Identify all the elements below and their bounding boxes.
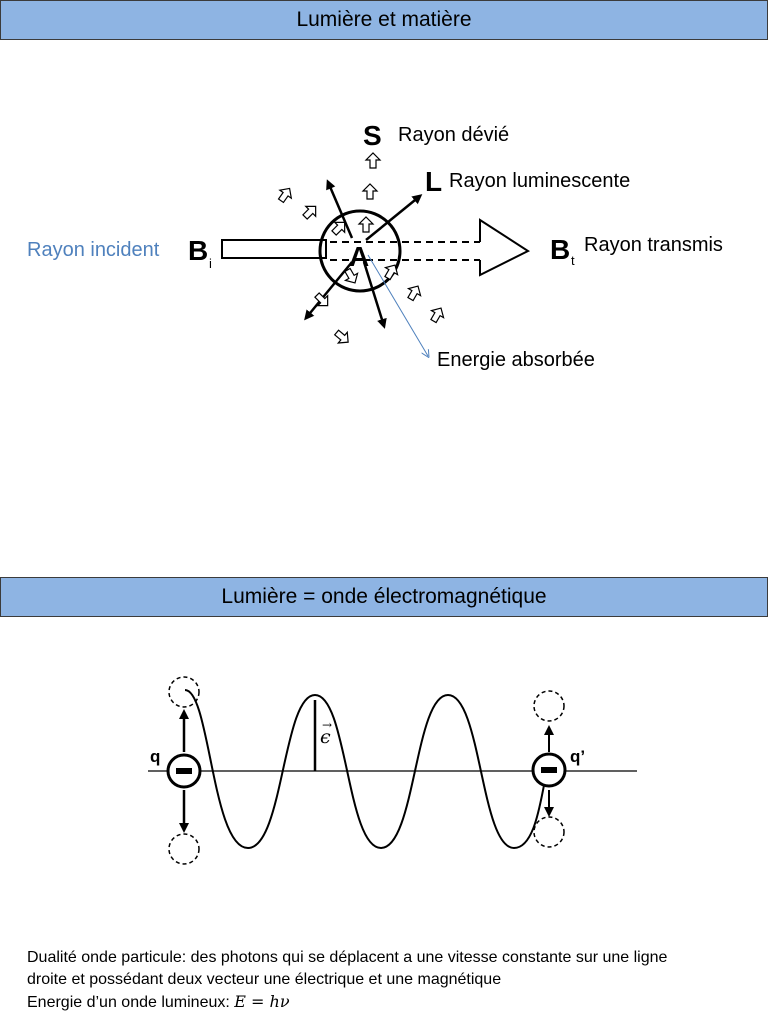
sample-circle <box>318 209 402 293</box>
bt-subscript: t <box>571 253 575 268</box>
transmitted-beam <box>330 218 531 277</box>
deviated-ray-label: Rayon dévié <box>398 124 510 146</box>
s-letter: S <box>363 120 382 151</box>
a-letter: A <box>349 241 370 272</box>
epsilon-symbol: ϵ <box>320 726 331 748</box>
charge-q <box>166 676 202 865</box>
absorbed-energy-label: Energie absorbée <box>437 349 595 371</box>
caption: Dualité onde particule: des photons qui … <box>27 947 757 1014</box>
transmitted-ray-label: Rayon transmis <box>584 234 723 256</box>
slide1-title-banner: Lumière et matière <box>0 0 768 40</box>
wave-curve <box>184 689 549 850</box>
caption-line-2: droite et possédant deux vecteur une éle… <box>27 971 502 988</box>
slide2-title-banner: Lumière = onde électromagnétique <box>0 577 768 617</box>
light-matter-diagram <box>221 152 531 577</box>
incident-ray-label: Rayon incident <box>27 239 160 261</box>
epsilon-label: → ϵ <box>320 718 333 748</box>
absorbed-arrow <box>367 254 428 356</box>
energy-formula: E = hν <box>234 992 290 1011</box>
incident-beam <box>221 239 327 259</box>
charge-q-prime <box>531 690 567 848</box>
caption-line-1: Dualité onde particule: des photons qui … <box>27 949 668 966</box>
caption-line-3-prefix: Energie d’un onde lumineux: <box>27 994 235 1011</box>
slide2-title: Lumière = onde électromagnétique <box>221 585 547 608</box>
bt-letter: B <box>550 234 571 265</box>
caption-line-3: Energie d’un onde lumineux: E = hν <box>27 991 757 1014</box>
q-prime-label: q’ <box>570 747 586 766</box>
bi-subscript: i <box>209 256 212 271</box>
l-letter: L <box>425 166 443 197</box>
q-label: q <box>150 747 161 766</box>
bi-letter: B <box>188 235 209 266</box>
luminescent-ray-label: Rayon luminescente <box>449 170 631 192</box>
slide1-title: Lumière et matière <box>296 8 472 31</box>
